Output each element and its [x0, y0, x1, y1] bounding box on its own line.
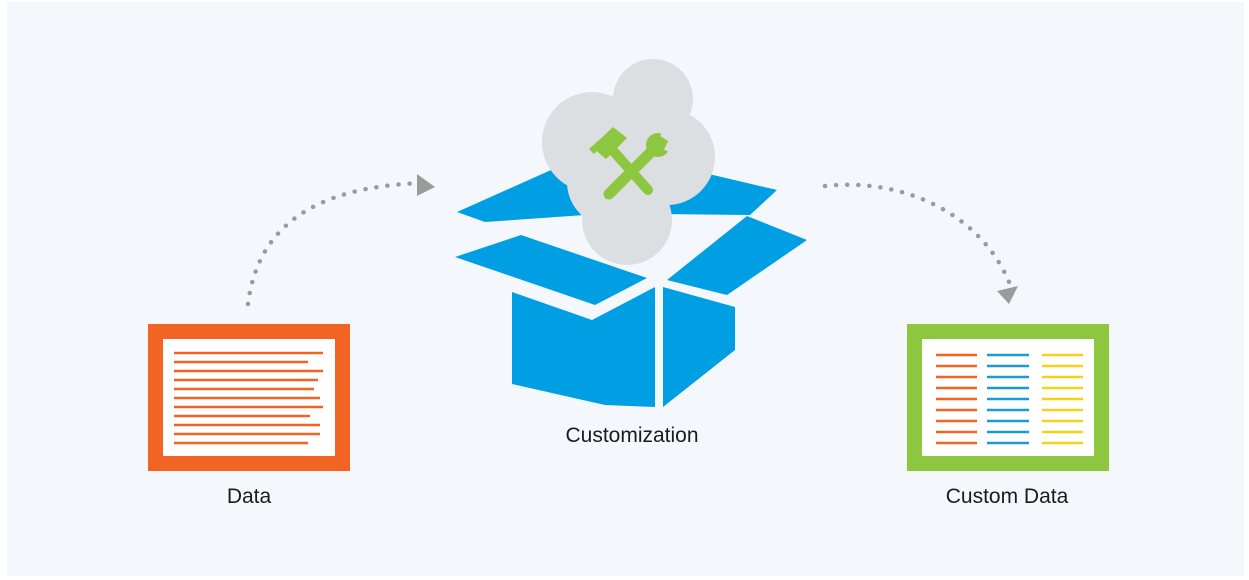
- box-front-left-flap: [455, 235, 647, 305]
- column-orange: [936, 353, 977, 445]
- data-label: Data: [226, 485, 272, 508]
- customization-box-icon: [455, 59, 807, 407]
- left-arrow-icon: [245, 174, 435, 307]
- tools-icon: [589, 127, 678, 200]
- right-arrow-icon: [822, 182, 1018, 304]
- box-side-face: [663, 287, 735, 407]
- diagram-canvas: Data Customization Custom Data: [7, 2, 1244, 576]
- custom-data-spreadsheet-icon: [907, 324, 1109, 471]
- box-front-face: [512, 287, 655, 407]
- custom-data-label: Custom Data: [945, 485, 1069, 508]
- left-arrowhead-icon: [417, 174, 435, 196]
- box-front-right-flap: [667, 216, 807, 295]
- column-blue: [987, 353, 1029, 445]
- data-document-icon: [148, 324, 350, 471]
- column-yellow: [1042, 353, 1083, 445]
- customization-label: Customization: [565, 424, 699, 447]
- diagram-svg: [148, 59, 1109, 471]
- right-arrowhead-icon: [997, 286, 1018, 304]
